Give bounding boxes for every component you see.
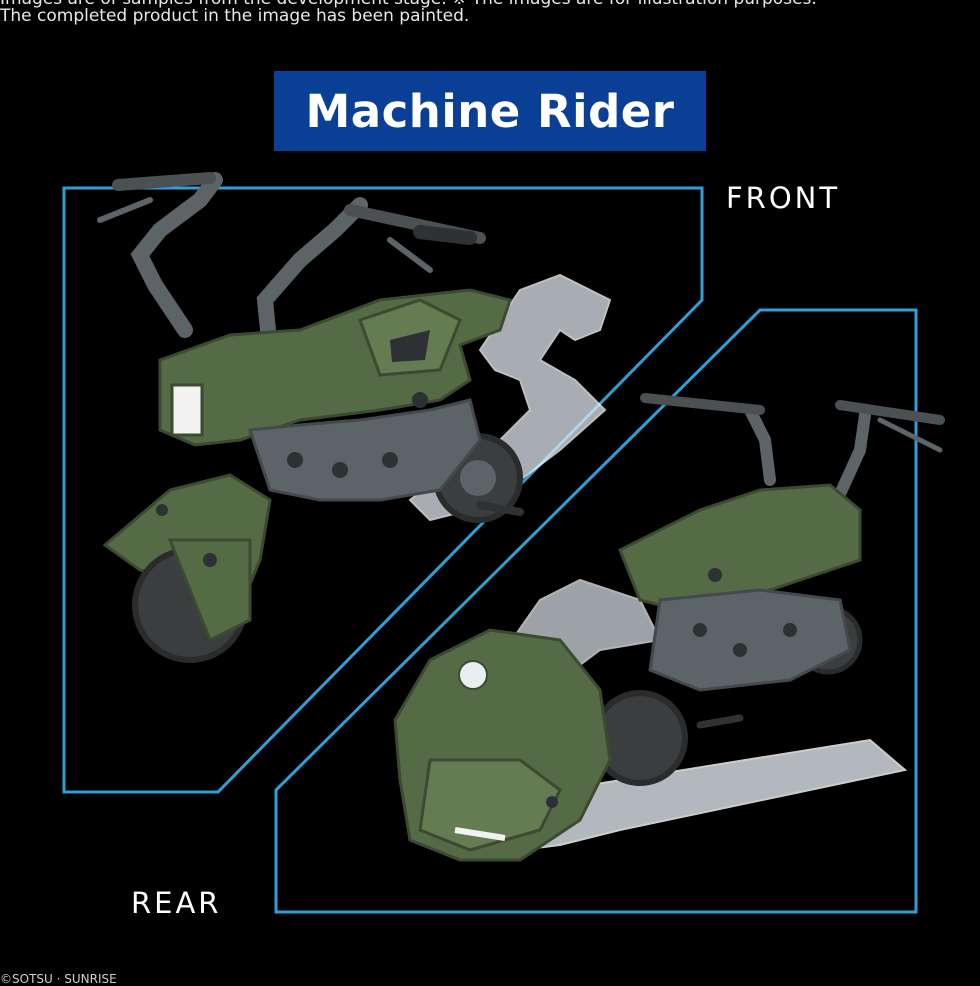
title-banner: Machine Rider (274, 71, 706, 151)
page-title: Machine Rider (305, 84, 675, 138)
front-label: FRONT (726, 181, 841, 215)
front-inner-frame (247, 398, 482, 502)
front-bike (97, 172, 612, 663)
copyright-text: ©SOTSU · SUNRISE (0, 972, 117, 986)
front-right-arm (256, 197, 368, 358)
front-left-arm (130, 172, 223, 338)
disclaimer-line-2: The completed product in the image has b… (0, 6, 470, 26)
disclaimer-line-1: Images are of samples from the developme… (0, 0, 817, 9)
rear-label: REAR (131, 886, 222, 920)
rear-bike (393, 393, 945, 862)
front-view-frame (62, 186, 704, 794)
rear-view-frame (274, 308, 918, 914)
